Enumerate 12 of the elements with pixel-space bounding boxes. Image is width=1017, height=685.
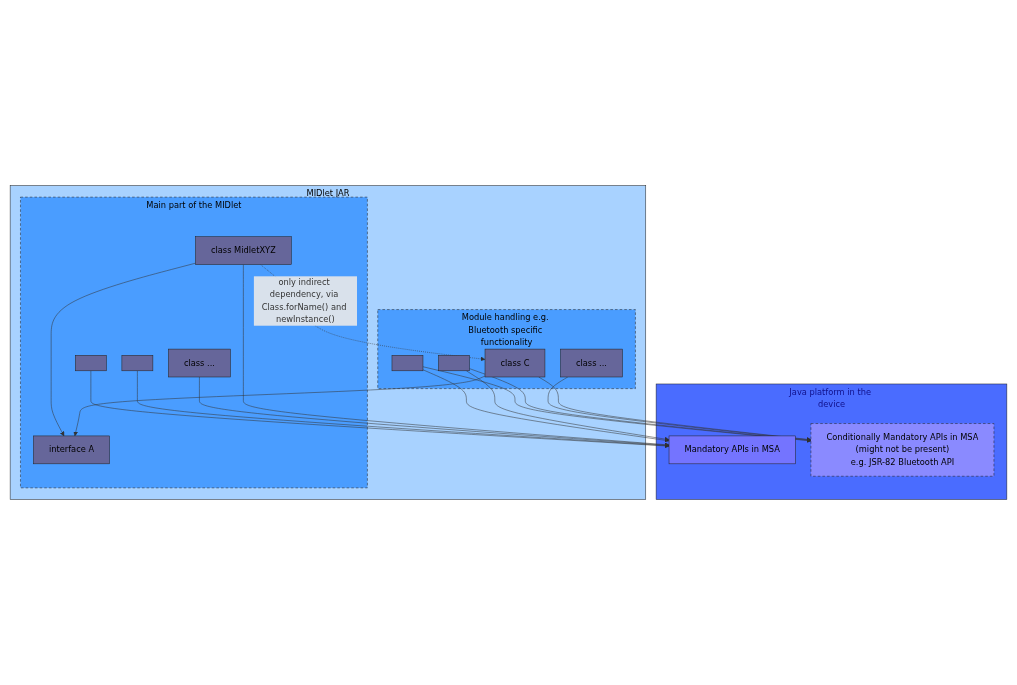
node-box: Mandatory APIs in MSA — [668, 435, 796, 465]
node-box: class ... — [168, 348, 231, 378]
node-box — [121, 355, 154, 372]
node-box — [438, 355, 470, 372]
node-box: class MidletXYZ — [195, 236, 292, 265]
node-box: interface A — [33, 435, 110, 465]
edge-label: only indirect dependency, via Class.forName() and newInstance() — [261, 277, 347, 325]
node-box: class ... — [560, 348, 623, 378]
node-box: Conditionally Mandatory APIs in MSA (might not be present) e.g. JSR-82 Bluetooth API — [810, 423, 995, 477]
node-box — [391, 355, 424, 372]
node-box — [75, 355, 107, 372]
node-box: class C — [484, 348, 546, 378]
